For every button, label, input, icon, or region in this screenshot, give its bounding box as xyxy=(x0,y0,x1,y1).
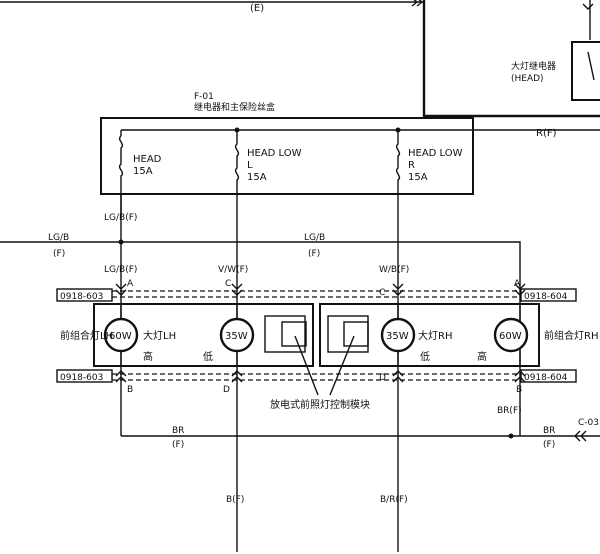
connector-chevron xyxy=(115,370,127,383)
fuse-2-amp: 15A xyxy=(247,172,267,183)
wire-label-rf: R(F) xyxy=(536,128,557,139)
fuse-box-title: 继电器和主保险丝盒 xyxy=(194,101,275,113)
connector-chevron xyxy=(231,370,243,383)
lamp-rh-high-tag: 高 xyxy=(477,350,487,363)
fuse-1-amp: 15A xyxy=(133,166,153,177)
bulb-lh-high-label: 60W xyxy=(109,331,132,342)
bulb-rh-high-label: 60W xyxy=(499,331,522,342)
fuse-head-low-r-symbol xyxy=(395,130,401,552)
lamp-lh-low-tag: 低 xyxy=(203,350,213,363)
bulb-rh-low xyxy=(380,317,416,353)
bulb-lh-low xyxy=(219,317,255,353)
ballast-lh-outer xyxy=(264,315,306,353)
bulb-rh-low-label: 35W xyxy=(386,331,409,342)
relay-coil-box xyxy=(571,41,600,101)
fuse-head-low-l-symbol xyxy=(234,130,240,552)
relay-box-outline xyxy=(422,0,600,118)
wire-label-br-right-f: (F) xyxy=(543,440,555,450)
fuse-1-name: HEAD xyxy=(133,154,162,165)
connector-chevron xyxy=(514,370,526,383)
lamp-unit-rh xyxy=(319,303,540,367)
fuse-3-sub: R xyxy=(408,160,415,171)
fuse-2-sub: L xyxy=(247,160,253,171)
connector-rh-bottom: 0918-604 xyxy=(524,373,568,383)
lamp-group-lh: 前组合灯LH xyxy=(60,329,113,342)
wire-label-lgb-mid-f: (F) xyxy=(308,249,320,259)
lamp-unit-lh xyxy=(93,303,314,367)
pin-d-lh: D xyxy=(223,385,230,395)
module-leader-lh xyxy=(294,335,319,396)
connector-rh-bottom-box xyxy=(520,369,577,383)
wire-label-brf-right: BR(F) xyxy=(497,406,522,416)
connector-rh-top: 0918-604 xyxy=(524,292,568,302)
connector-lh-top: 0918-603 xyxy=(60,292,103,302)
fuse-head-symbol xyxy=(118,135,124,216)
pin-c-lh: C xyxy=(225,279,231,289)
wire-label-wbf: W/B(F) xyxy=(379,265,409,275)
relay-name: 大灯继电器 xyxy=(511,60,556,72)
fuse-box-id: F-01 xyxy=(194,92,214,102)
wire-label-lgb-left-f: (F) xyxy=(53,249,65,259)
wire-label-br-left-f: (F) xyxy=(172,440,184,450)
connector-arrow-c03 xyxy=(574,430,587,442)
fuse-3-amp: 15A xyxy=(408,172,428,183)
connector-arrow-e xyxy=(411,0,424,7)
connector-chevron xyxy=(115,283,127,296)
connector-c03: C-03 xyxy=(578,418,599,428)
wire-label-vwf: V/W(F) xyxy=(218,265,248,275)
pin-b-rh: B xyxy=(516,385,522,395)
relay-wire-arrow xyxy=(582,3,594,10)
wire-label-lgbf-lower: LG/B(F) xyxy=(104,265,137,275)
connector-lh-bottom: 0918-603 xyxy=(60,373,103,383)
wire-to-rh-a xyxy=(398,241,521,285)
junction-dot xyxy=(118,239,124,245)
pin-a-lh: A xyxy=(127,279,134,289)
wire-label-br-right: BR xyxy=(543,426,555,436)
connector-chevron xyxy=(392,283,404,296)
pin-d-rh: D xyxy=(379,373,386,383)
relay-code: (HEAD) xyxy=(511,74,544,84)
lamp-lh-high-tag: 高 xyxy=(143,350,153,363)
bulb-rh-high xyxy=(493,317,529,353)
lamp-name-lh: 大灯LH xyxy=(143,329,176,342)
connector-chevron xyxy=(231,283,243,296)
junction-dot xyxy=(508,433,514,439)
bulb-lh-high xyxy=(103,317,139,353)
connector-lh-bottom-box xyxy=(56,369,113,383)
bulb-lh-low-label: 35W xyxy=(225,331,248,342)
module-label: 放电式前照灯控制模块 xyxy=(270,398,370,411)
wire-label-bf: B(F) xyxy=(226,495,244,505)
fuse-3-name: HEAD LOW xyxy=(408,148,463,159)
module-leader-rh xyxy=(329,335,355,396)
wire-label-br-left: BR xyxy=(172,426,184,436)
ballast-lh-inner xyxy=(281,321,307,347)
wire-label-brf-bottom: B/R(F) xyxy=(380,495,408,505)
lamp-name-rh: 大灯RH xyxy=(418,329,452,342)
relay-switch xyxy=(587,51,595,81)
fuse-box xyxy=(100,117,474,195)
pin-a-rh: A xyxy=(514,279,521,289)
connector-lh-top-box xyxy=(56,288,113,302)
fuse-2-name: HEAD LOW xyxy=(247,148,302,159)
connector-rh-top-box xyxy=(520,288,577,302)
wire-label-e: (E) xyxy=(250,3,264,14)
ballast-rh-inner xyxy=(343,321,369,347)
lamp-rh-low-tag: 低 xyxy=(420,350,430,363)
pin-b-lh: B xyxy=(127,385,133,395)
lamp-group-rh: 前组合灯RH xyxy=(544,329,598,342)
wire-label-lgb-mid: LG/B xyxy=(304,233,325,243)
wire-label-lgb-left: LG/B xyxy=(48,233,69,243)
connector-chevron xyxy=(392,370,404,383)
pin-c-rh: C xyxy=(379,288,385,298)
